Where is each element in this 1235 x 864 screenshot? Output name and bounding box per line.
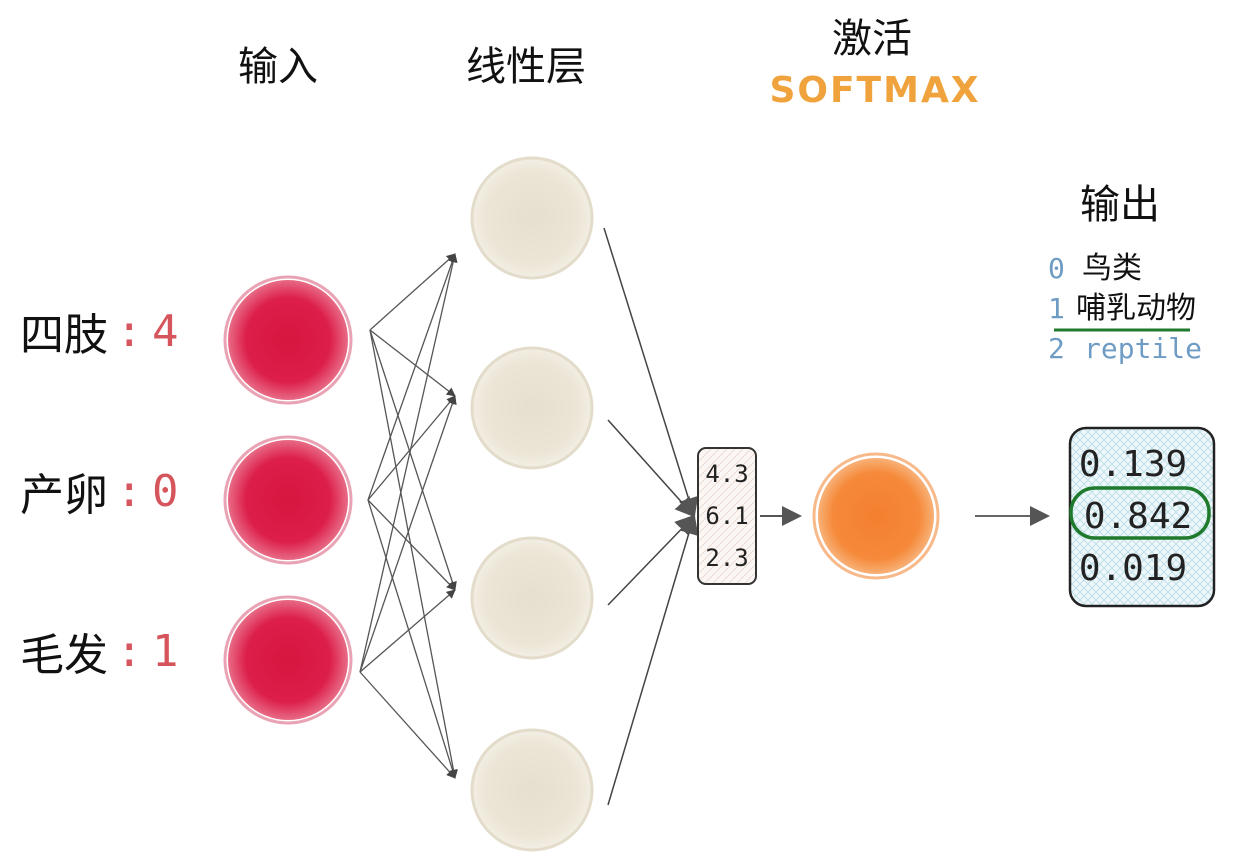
class-name: 哺乳动物 (1076, 291, 1196, 326)
input-label: 产卵 (20, 470, 108, 521)
softmax-node (818, 458, 934, 574)
edge-input-linear (369, 329, 457, 591)
probability-value: 0.842 (1084, 496, 1192, 537)
probability-highlight (1069, 486, 1211, 540)
input-colon: : (116, 466, 143, 517)
class-index: 2 (1048, 332, 1065, 365)
class-name: reptile (1084, 332, 1202, 365)
class-legend: 0 鸟类 1 哺乳动物 2 reptile (1048, 251, 1202, 365)
edge-input-linear (359, 253, 458, 673)
input-value: 1 (152, 626, 179, 677)
class-name: 鸟类 (1082, 251, 1142, 286)
probability-value: 0.139 (1079, 444, 1187, 485)
input-node-ring (223, 435, 353, 565)
class-index: 1 (1048, 292, 1065, 325)
edge-input-linear (359, 671, 456, 779)
edge-input-linear (369, 329, 456, 397)
header-linear-layer: 线性层 (466, 44, 586, 90)
logit-vector-box (697, 447, 757, 585)
linear-node (470, 536, 594, 660)
header-activation-softmax: SOFTMAX (769, 70, 980, 111)
header-output: 输出 (1080, 182, 1160, 228)
edge-linear-logits (603, 227, 699, 518)
edge-input-linear (367, 499, 456, 591)
softmax-node-ring (812, 452, 940, 580)
header-input: 输入 (238, 44, 318, 90)
input-nodes (223, 275, 353, 725)
linear-node (470, 156, 594, 280)
input-label: 毛发 (20, 630, 108, 681)
edge-input-linear (367, 499, 457, 779)
logit-vector: 4.3 6.1 2.3 (697, 447, 757, 585)
class-index: 0 (1048, 252, 1065, 285)
edge-input-linear (369, 329, 458, 779)
input-colon: : (116, 306, 143, 357)
input-node-ring (223, 595, 353, 725)
output-probabilities: 0.139 0.842 0.019 (1068, 426, 1216, 608)
logit-value: 2.3 (705, 544, 748, 572)
logit-value: 4.3 (705, 460, 748, 488)
edge-input-linear (359, 395, 457, 673)
edge-input-linear (367, 253, 457, 501)
input-value: 0 (152, 466, 179, 517)
edge-input-linear (359, 589, 456, 673)
input-label-eggs: 产卵 : 0 (20, 466, 179, 521)
linear-node (470, 346, 594, 470)
header-activation: 激活 (832, 16, 912, 62)
edge-linear-logits (607, 419, 696, 518)
input-value: 4 (152, 306, 179, 357)
input-node-ring (223, 275, 353, 405)
input-colon: : (116, 626, 143, 677)
edge-linear-logits (607, 514, 699, 806)
input-to-linear-edges (359, 253, 458, 779)
probability-value: 0.019 (1079, 548, 1187, 589)
linear-to-logits-edges (603, 227, 699, 806)
logit-value: 6.1 (705, 502, 748, 530)
input-label-limbs: 四肢 : 4 (20, 306, 179, 361)
input-label: 四肢 (20, 310, 108, 361)
input-node (228, 280, 348, 400)
linear-layer-nodes (470, 156, 594, 852)
input-label-hair: 毛发 : 1 (20, 626, 179, 681)
edge-input-linear (369, 253, 456, 331)
linear-node (470, 728, 594, 852)
input-node (228, 600, 348, 720)
input-node (228, 440, 348, 560)
